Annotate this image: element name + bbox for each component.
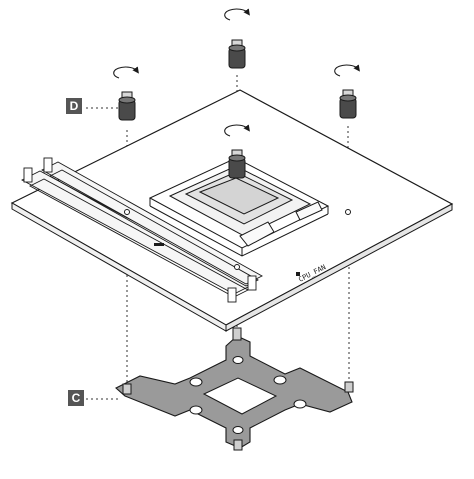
standoff-icon (228, 149, 246, 179)
memory-slots (21, 157, 263, 303)
callout-label-c: C (68, 390, 84, 406)
cpu-socket (148, 157, 330, 257)
rotation-arrows (113, 8, 360, 137)
standoff-screws (118, 39, 357, 179)
backplate-hole (273, 375, 287, 385)
backplate-hole (232, 356, 244, 364)
backplate-hole (232, 426, 244, 434)
rotate-arrow-icon (224, 8, 250, 21)
rotate-arrow-icon (113, 66, 139, 79)
backplate-post (232, 327, 242, 341)
standoff-icon (339, 89, 357, 119)
mounting-hole-bottom (234, 264, 240, 270)
motherboard-icon: CPU_FAN (10, 89, 454, 332)
standoff-icon (228, 39, 246, 69)
rotate-arrow-icon (224, 124, 250, 137)
standoff-icon (118, 91, 136, 121)
callout-label-d: D (66, 98, 82, 114)
mounting-hole-right (345, 209, 351, 215)
backplate-hole (189, 405, 203, 415)
backplate-post (122, 383, 132, 395)
backplate-icon (115, 327, 354, 451)
rotate-arrow-icon (334, 64, 360, 77)
board-component (154, 243, 164, 246)
mounting-hole-left (124, 209, 130, 215)
backplate-post (344, 381, 354, 393)
backplate-post (233, 439, 243, 451)
backplate-posts (122, 327, 354, 451)
board-component (296, 272, 300, 276)
backplate-hole (293, 399, 307, 409)
backplate-hole (189, 377, 203, 387)
